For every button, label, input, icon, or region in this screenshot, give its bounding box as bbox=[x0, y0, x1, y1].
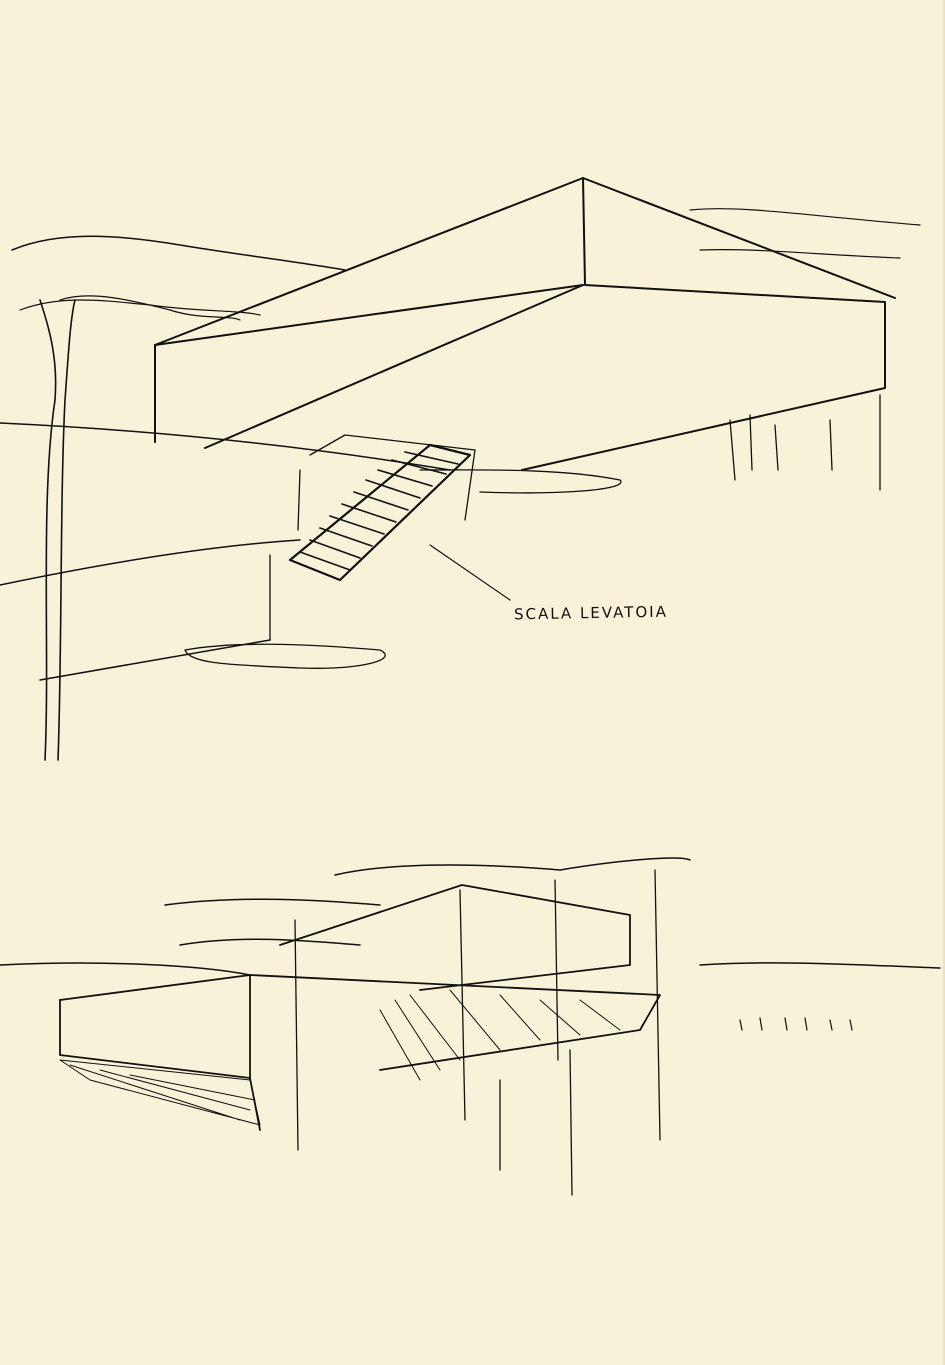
annotation-scala-levatoia: SCALA LEVATOIA bbox=[513, 602, 669, 624]
